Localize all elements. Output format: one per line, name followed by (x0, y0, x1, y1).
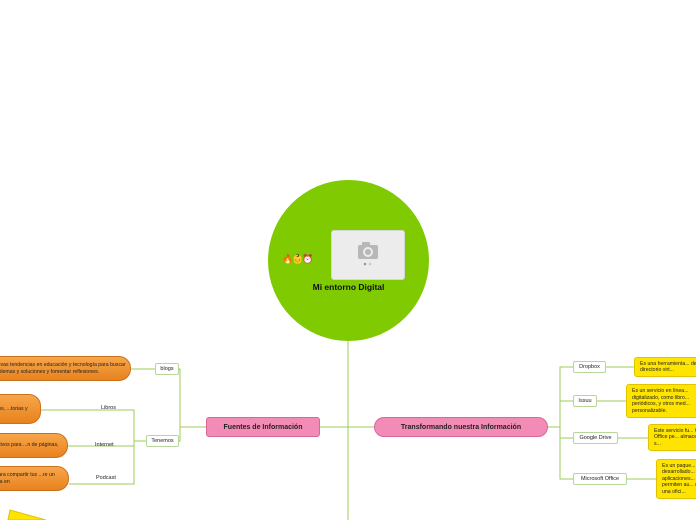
branch-transformando[interactable]: Transformando nuestra Información (374, 417, 548, 437)
camera-icon (358, 242, 378, 266)
emoji-icons: 🔥👶⏰ (282, 254, 314, 264)
node-microsoft-office[interactable]: Microsoft Office (573, 473, 627, 485)
central-title: Mi entorno Digital (312, 282, 385, 292)
label-podcast: Podcast (96, 475, 116, 481)
node-issuu[interactable]: Issuu (573, 395, 597, 407)
label-internet: Internet (95, 442, 114, 448)
node-dropbox[interactable]: Dropbox (573, 361, 606, 373)
desc-issuu: Es un servicio en línea... digitalizado,… (626, 384, 696, 418)
branch-fuentes[interactable]: Fuentes de Información (206, 417, 320, 437)
desc-microsoft-office: Es un paque... desarrollado... aplicacio… (656, 459, 696, 499)
desc-libros: ...nos, ...torias y (0, 394, 41, 424)
label-libros: Libros (101, 405, 116, 411)
node-google-drive[interactable]: Google Drive (573, 432, 618, 444)
desc-internet: ...sitivos para ...n de páginas, (0, 433, 68, 458)
desc-google-drive: Este servicio fu... Open Office pe... al… (648, 424, 696, 451)
yellow-shape-partial (7, 509, 46, 520)
desc-podcast: ...para compartir tus ...re un tema en (0, 466, 69, 491)
desc-dropbox: Es una herramienta... de un directorio v… (634, 357, 696, 377)
central-node[interactable]: 🔥👶⏰ Mi entorno Digital (268, 180, 429, 341)
desc-blogs: Nuevas tendencias en educación y tecnolo… (0, 356, 131, 381)
node-tenemos[interactable]: Tenemos (146, 435, 179, 447)
node-blogs[interactable]: blogs (155, 363, 179, 375)
image-placeholder (331, 230, 405, 280)
